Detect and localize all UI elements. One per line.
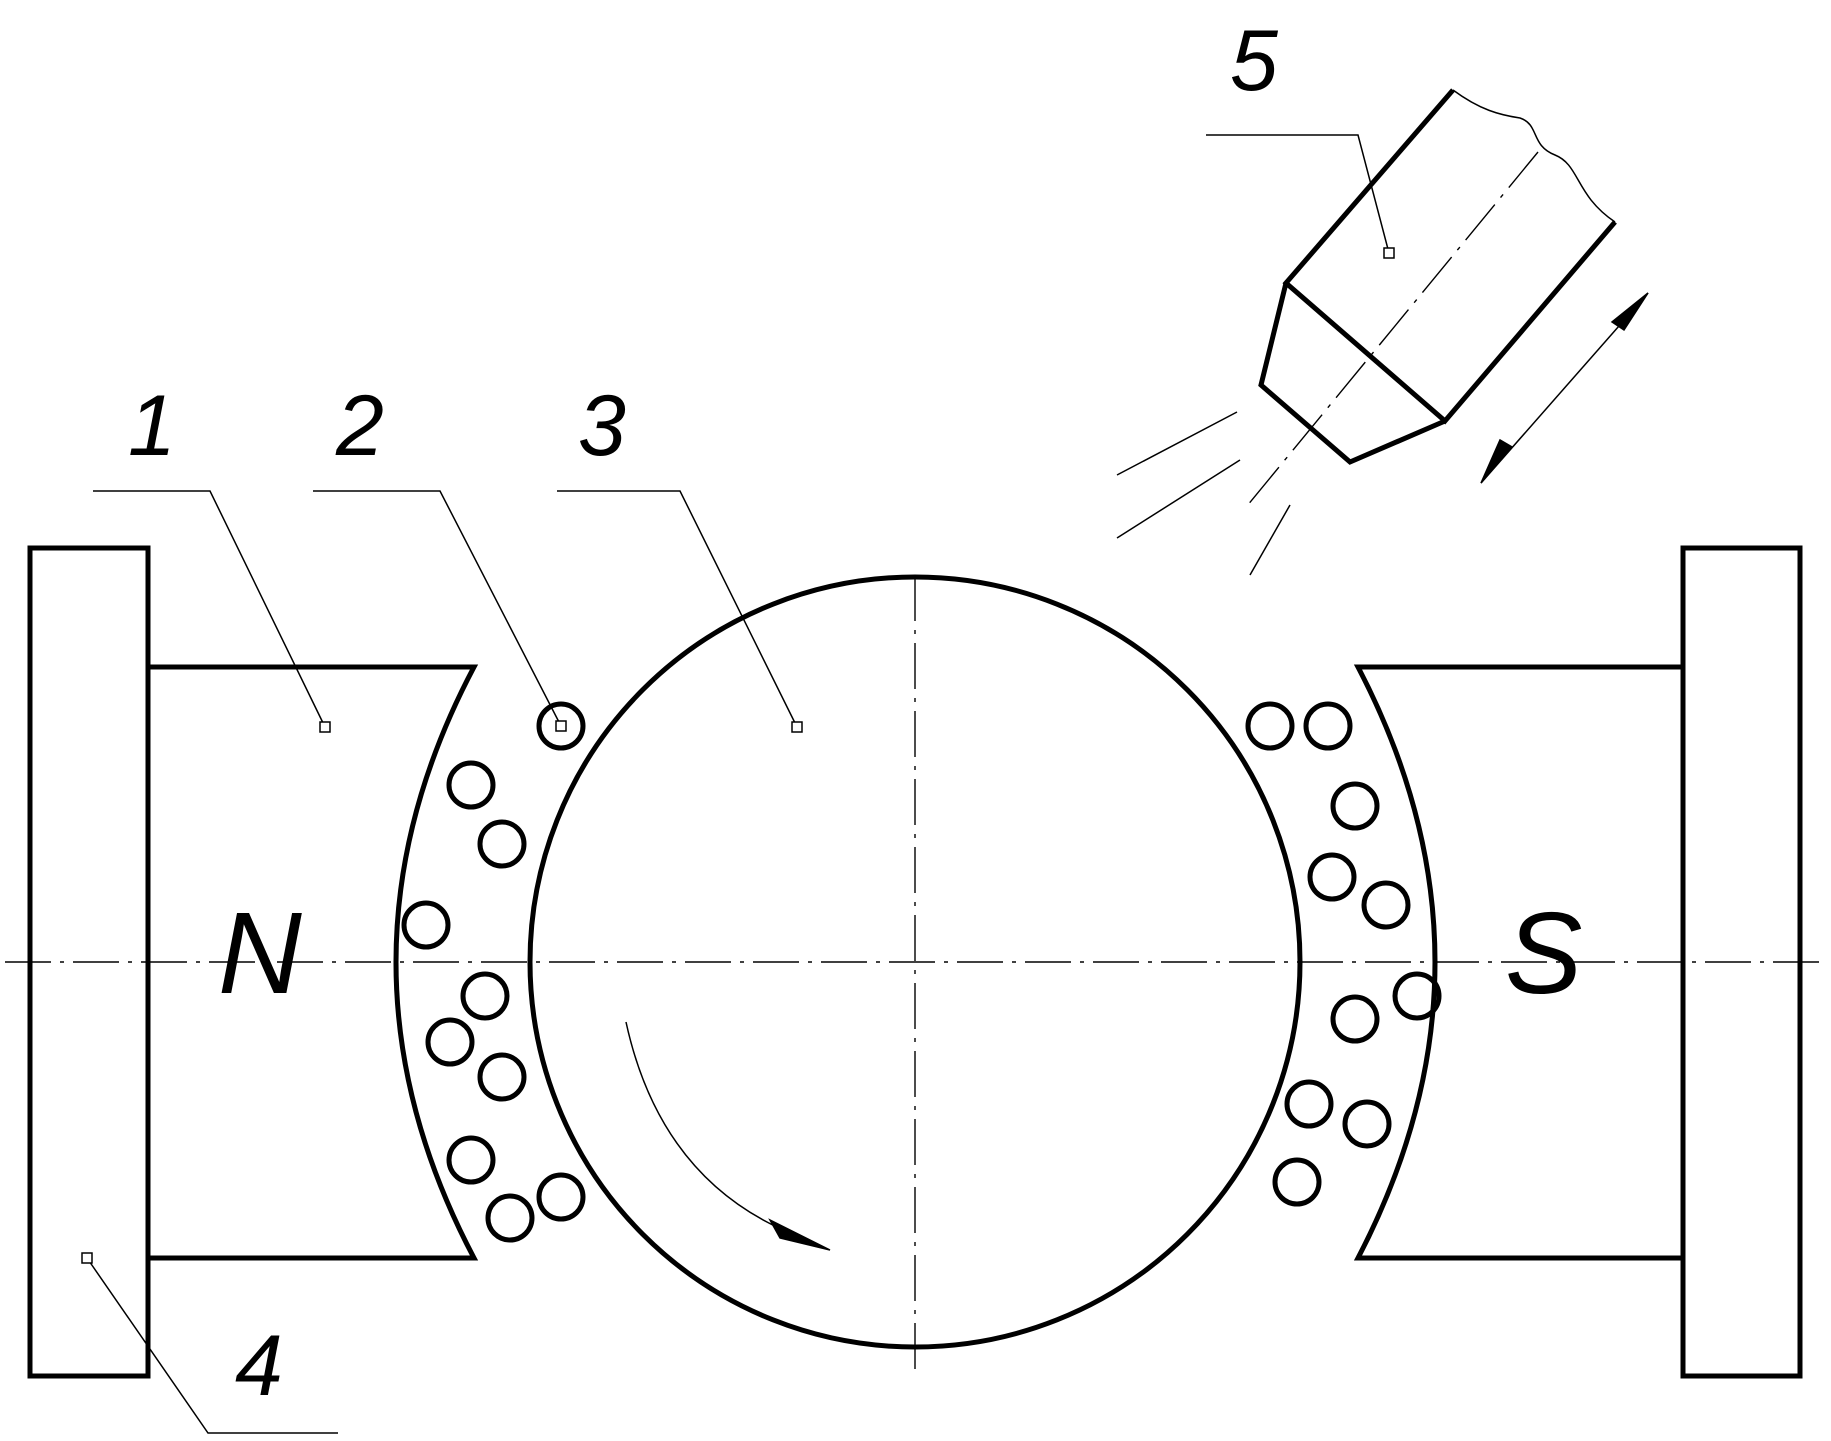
abrasive-particle: [1303, 701, 1353, 751]
reciprocating-arrowhead-up: [1610, 292, 1649, 332]
part-label-1: 1: [128, 378, 176, 474]
abrasive-particle: [536, 701, 586, 751]
leader-marker-3: [791, 721, 803, 733]
north-pole-piece: [145, 664, 479, 1261]
leader-line-4: [86, 1257, 338, 1434]
abrasive-particle: [1272, 1157, 1322, 1207]
part-label-2: 2: [335, 378, 384, 474]
leader-marker-2: [555, 720, 567, 732]
abrasive-particle: [485, 1193, 535, 1243]
abrasive-particle: [446, 1135, 496, 1185]
abrasive-particle: [477, 1052, 527, 1102]
abrasive-particle: [446, 760, 496, 810]
spray-line: [1116, 411, 1238, 476]
south-pole-piece: [1353, 664, 1686, 1261]
nozzle-tip: [1258, 282, 1446, 465]
abrasive-particle: [1284, 1079, 1334, 1129]
workpiece-cylinder: [527, 574, 1303, 1350]
abrasive-particle: [1342, 1099, 1392, 1149]
north-pole-label: N: [218, 888, 302, 1018]
abrasive-particles: [401, 701, 1442, 1243]
spray-nozzle: [1246, 88, 1617, 507]
nozzle-axis: [1246, 151, 1539, 507]
abrasive-particle: [1361, 880, 1411, 930]
abrasive-particle: [1245, 701, 1295, 751]
leader-line-3: [557, 490, 798, 728]
rotation-arrowhead: [768, 1218, 831, 1251]
spray-jet: [1116, 411, 1291, 576]
south-pole-label: S: [1505, 888, 1582, 1018]
rotation-arrow: [625, 1021, 791, 1234]
leader-marker-4: [81, 1252, 93, 1264]
nozzle-break-line: [1452, 89, 1616, 223]
abrasive-particle: [536, 1172, 586, 1222]
leader-line-5: [1206, 134, 1390, 254]
part-label-4: 4: [235, 1318, 283, 1414]
nozzle-body: [1282, 88, 1617, 425]
abrasive-particle: [1307, 852, 1357, 902]
spray-line: [1116, 459, 1241, 539]
leader-line-1: [93, 490, 326, 728]
leader-marker-1: [319, 721, 331, 733]
abrasive-particle: [1330, 994, 1380, 1044]
abrasive-particle: [401, 900, 451, 950]
abrasive-particle: [1330, 781, 1380, 831]
abrasive-particle: [1392, 971, 1442, 1021]
leader-marker-5: [1383, 247, 1395, 259]
abrasive-particle: [477, 819, 527, 869]
part-label-3: 3: [578, 378, 626, 474]
part-label-5: 5: [1230, 13, 1279, 109]
spray-line: [1249, 504, 1291, 576]
abrasive-particle: [460, 971, 510, 1021]
leader-line-2: [313, 490, 562, 727]
reciprocating-arrowhead-down: [1480, 438, 1514, 484]
abrasive-particle: [425, 1017, 475, 1067]
